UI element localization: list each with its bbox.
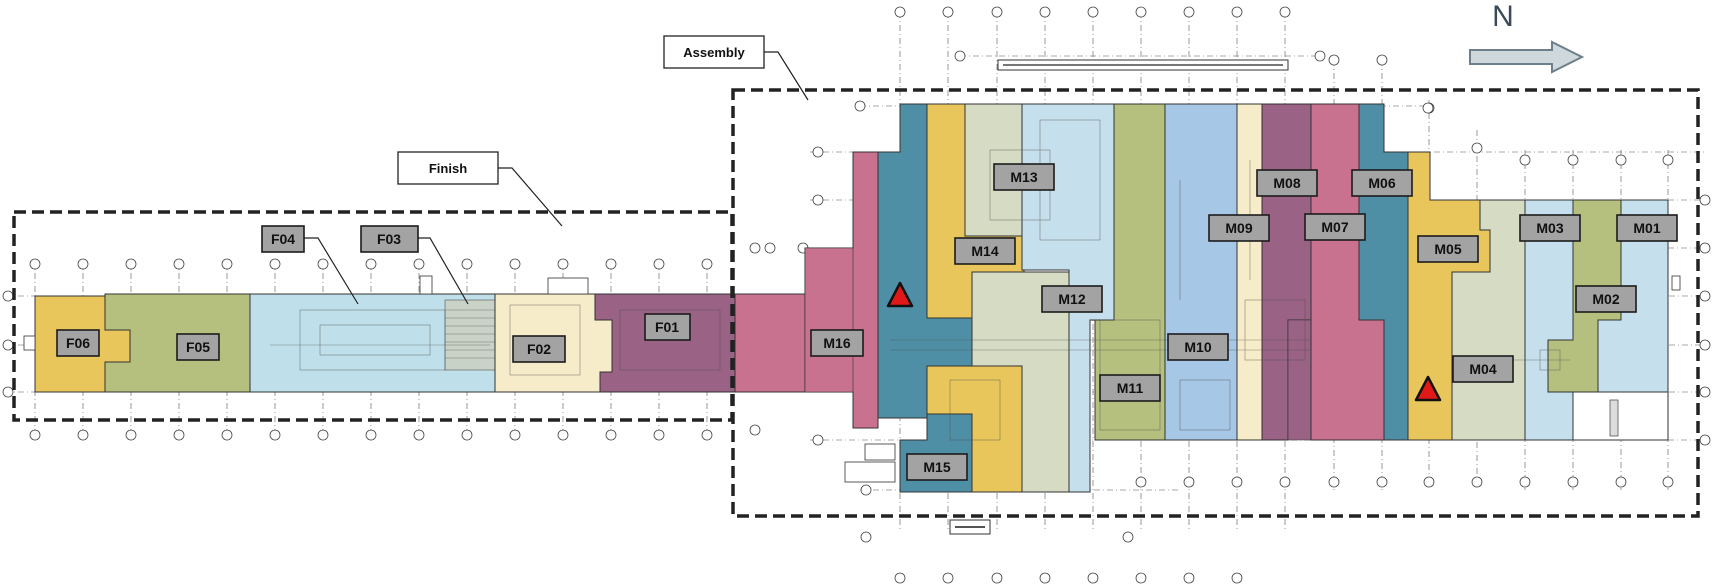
zone-label-m05: M05 bbox=[1417, 235, 1479, 263]
zone-label-m01-text: M01 bbox=[1633, 220, 1660, 236]
assembly-area bbox=[734, 59, 1681, 535]
zone-label-f03-text: F03 bbox=[377, 231, 401, 247]
zone-m10-area bbox=[1164, 103, 1238, 441]
zone-label-f06: F06 bbox=[56, 329, 100, 357]
zone-label-m03-text: M03 bbox=[1536, 220, 1563, 236]
zone-label-f05-text: F05 bbox=[186, 339, 210, 355]
zone-label-m05-text: M05 bbox=[1434, 241, 1461, 257]
zone-label-m09-text: M09 bbox=[1225, 220, 1252, 236]
north-arrow-icon bbox=[1469, 40, 1585, 74]
zone-label-f02: F02 bbox=[512, 335, 566, 363]
zone-label-m14-text: M14 bbox=[971, 243, 998, 259]
zone-label-m10-text: M10 bbox=[1184, 339, 1211, 355]
zone-label-m12: M12 bbox=[1041, 285, 1103, 313]
finish-callout-label: Finish bbox=[429, 161, 467, 176]
zone-label-m02: M02 bbox=[1575, 285, 1637, 313]
zone-label-f01: F01 bbox=[644, 313, 691, 341]
zone-label-m08-text: M08 bbox=[1273, 175, 1300, 191]
zone-label-f01-text: F01 bbox=[655, 319, 679, 335]
zone-label-m11: M11 bbox=[1099, 374, 1161, 402]
zone-label-m01: M01 bbox=[1616, 214, 1678, 242]
north-label: N bbox=[1492, 0, 1514, 33]
zone-label-m11-text: M11 bbox=[1117, 380, 1144, 396]
zone-label-m03: M03 bbox=[1519, 214, 1581, 242]
finish-callout: Finish bbox=[397, 151, 563, 227]
zone-label-m06: M06 bbox=[1351, 169, 1413, 197]
assembly-callout: Assembly bbox=[663, 35, 809, 101]
zone-label-m12-text: M12 bbox=[1058, 291, 1085, 307]
zone-label-m04-text: M04 bbox=[1469, 361, 1496, 377]
zone-label-f02-text: F02 bbox=[527, 341, 551, 357]
finish-area bbox=[23, 275, 736, 393]
zone-label-m15-text: M15 bbox=[923, 459, 950, 475]
zone-label-f03: F03 bbox=[360, 225, 419, 253]
zone-label-f04: F04 bbox=[261, 225, 305, 253]
zone-label-m15: M15 bbox=[906, 453, 968, 481]
north-indicator: N bbox=[1469, 0, 1585, 74]
zone-label-m04: M04 bbox=[1452, 355, 1514, 383]
zone-label-m08: M08 bbox=[1256, 169, 1318, 197]
zone-label-m07: M07 bbox=[1304, 213, 1366, 241]
assembly-boundary bbox=[731, 88, 1700, 518]
connector-corridor bbox=[734, 293, 806, 393]
zone-label-m13-text: M13 bbox=[1010, 169, 1037, 185]
zone-label-m16-text: M16 bbox=[823, 335, 850, 351]
hazard-triangle-icon bbox=[886, 281, 914, 308]
assembly-callout-label: Assembly bbox=[683, 45, 745, 60]
zone-label-m14: M14 bbox=[954, 237, 1016, 265]
zone-label-m16: M16 bbox=[810, 329, 864, 357]
zone-label-m06-text: M06 bbox=[1368, 175, 1395, 191]
zone-label-m07-text: M07 bbox=[1321, 219, 1348, 235]
zone-label-m09: M09 bbox=[1208, 214, 1270, 242]
zone-label-f05: F05 bbox=[176, 333, 220, 361]
hazard-triangle-icon bbox=[1414, 375, 1442, 402]
zone-label-m02-text: M02 bbox=[1592, 291, 1619, 307]
zone-label-f06-text: F06 bbox=[66, 335, 90, 351]
zone-label-m13: M13 bbox=[993, 163, 1055, 191]
zone-f01-area bbox=[594, 293, 736, 393]
zone-label-f04-text: F04 bbox=[271, 231, 295, 247]
zone-label-m10: M10 bbox=[1167, 333, 1229, 361]
